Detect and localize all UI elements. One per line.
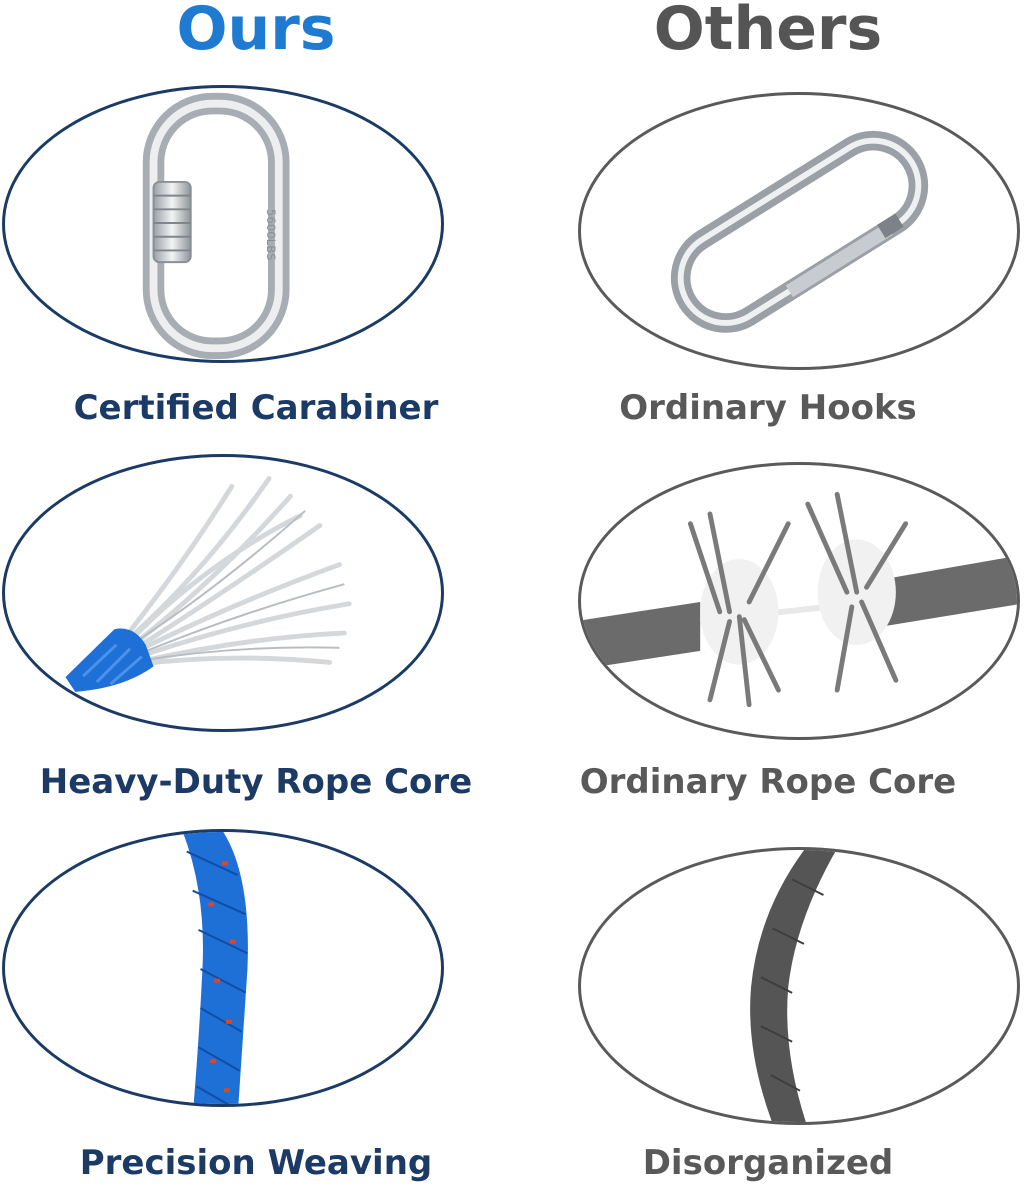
caption-ordinary-rope-core: Ordinary Rope Core [579, 762, 957, 802]
heading-ours: Ours [176, 0, 336, 64]
rope-core-fibers-icon [65, 476, 352, 692]
carabiner-engraving: 5600LBS [264, 209, 278, 261]
caption-precision-weaving: Precision Weaving [79, 1143, 433, 1183]
caption-certified-carabiner: Certified Carabiner [73, 388, 439, 428]
others-rope-core-panel [578, 462, 1020, 740]
ours-weaving-panel [2, 829, 444, 1107]
gray-rope-icon [750, 850, 837, 1122]
ours-carabiner-panel: 5600LBS [2, 85, 444, 363]
frayed-rope-icon [581, 491, 1017, 708]
locking-carabiner-icon: 5600LBS [142, 92, 290, 360]
others-disorganized-panel [578, 847, 1020, 1125]
others-hook-panel [578, 92, 1020, 370]
ours-rope-core-panel [2, 454, 444, 732]
heading-others: Others [653, 0, 883, 64]
braided-blue-rope-icon [182, 832, 248, 1104]
caption-disorganized: Disorganized [642, 1143, 894, 1183]
snap-hook-icon [670, 130, 929, 333]
caption-ordinary-hooks: Ordinary Hooks [619, 388, 917, 428]
caption-heavy-duty-rope-core: Heavy-Duty Rope Core [39, 762, 473, 802]
